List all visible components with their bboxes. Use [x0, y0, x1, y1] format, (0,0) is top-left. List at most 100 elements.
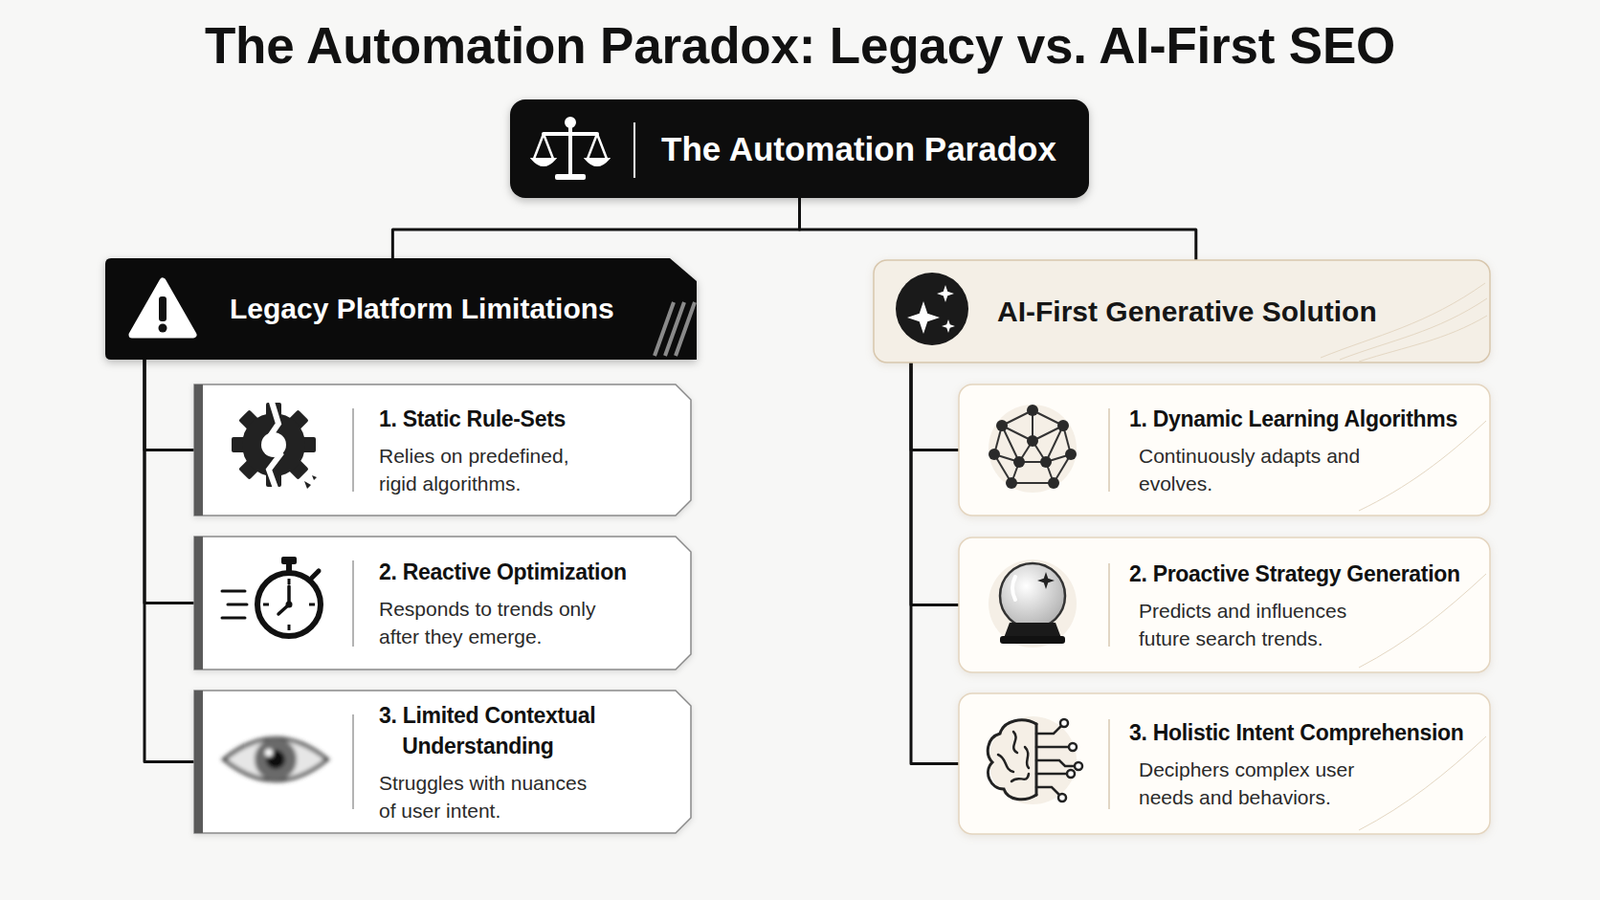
network-icon — [1032, 425, 1064, 442]
root-box: The Automation Paradox — [510, 99, 1089, 199]
item-card: 1. Dynamic Learning AlgorithmsContinuous… — [958, 384, 1490, 516]
node-label: Legacy Platform Limitations — [229, 291, 688, 327]
text-block: 1. Static Rule-SetsRelies on predefined,… — [378, 384, 682, 516]
warning-icon — [158, 296, 167, 322]
network-icon — [1045, 462, 1054, 484]
brain-circuit-icon — [1058, 794, 1067, 802]
decorative-curves — [1358, 421, 1487, 512]
box-outline — [510, 99, 1089, 199]
tree-connector — [911, 362, 959, 606]
text-block: 3. Limited Contextual UnderstandingStrug… — [378, 690, 682, 834]
node-body: Deciphers complex user needs and behavio… — [1138, 755, 1362, 812]
network-icon — [1001, 410, 1033, 426]
broken-gear-icon — [238, 409, 261, 432]
box-outline — [194, 384, 691, 516]
network-icon — [1063, 425, 1071, 455]
network-icon — [1001, 425, 1033, 442]
item-card: 3. Limited Contextual UnderstandingStrug… — [194, 690, 691, 834]
network-icon — [988, 404, 1077, 489]
box-outline — [958, 693, 1490, 835]
box-outline — [958, 384, 1490, 516]
network-icon — [1026, 435, 1039, 447]
hatch-stripes — [654, 302, 695, 356]
warning-icon — [158, 324, 168, 334]
text-block: 2. Proactive Strategy GenerationPredicts… — [1129, 537, 1486, 673]
network-icon — [994, 454, 1020, 463]
crystal-ball-icon — [1000, 563, 1066, 645]
node-heading: 2. Proactive Strategy Generation — [1129, 558, 1486, 590]
broken-gear-icon — [261, 432, 287, 458]
node-heading: 1. Static Rule-Sets — [378, 403, 682, 435]
node-heading: 3. Holistic Intent Comprehension — [1129, 717, 1486, 749]
network-icon — [994, 425, 1002, 455]
sparkle-icon — [936, 285, 955, 303]
broken-gear-icon — [231, 402, 316, 488]
node-body: Struggles with nuances of user intent. — [378, 769, 602, 825]
crystal-ball-icon — [1012, 577, 1016, 600]
stopwatch-icon — [222, 556, 321, 637]
brain-circuit-icon — [1074, 762, 1083, 771]
blurred-eye-icon — [265, 749, 273, 757]
broken-gear-icon — [300, 437, 316, 453]
node-body: Predicts and influences future search tr… — [1138, 597, 1362, 653]
text-block: The Automation Paradox — [661, 99, 1080, 199]
decorative-curves — [1358, 736, 1487, 831]
tree-connector — [144, 359, 195, 763]
brain-circuit-icon — [987, 720, 1037, 800]
divider-line — [1108, 563, 1111, 647]
text-block: 2. Reactive OptimizationResponds to tren… — [378, 536, 682, 670]
broken-gear-icon — [266, 402, 282, 419]
icon-backdrop — [988, 404, 1077, 493]
node-body: Relies on predefined, rigid algorithms. — [378, 442, 602, 498]
balance-scale-icon — [533, 133, 607, 159]
network-icon — [1031, 410, 1034, 442]
box-outline — [194, 690, 691, 834]
category-header: AI-First Generative Solution — [873, 260, 1490, 363]
balance-scale-icon — [568, 124, 573, 175]
network-icon — [1065, 448, 1077, 461]
warning-icon — [132, 281, 194, 335]
network-icon — [994, 410, 1071, 484]
stopwatch-icon — [287, 586, 291, 605]
broken-gear-icon — [304, 475, 317, 489]
decorative-curves — [1320, 283, 1486, 358]
network-icon — [1005, 477, 1018, 489]
text-block: 3. Holistic Intent ComprehensionDecipher… — [1129, 693, 1486, 835]
item-card: 2. Reactive OptimizationResponds to tren… — [194, 536, 691, 670]
blurred-eye-icon — [254, 738, 297, 781]
brain-circuit-icon — [998, 732, 1029, 782]
divider-line — [1108, 408, 1111, 492]
network-icon — [1047, 477, 1060, 489]
crystal-ball-icon — [1037, 572, 1055, 590]
box-outline — [194, 536, 691, 670]
item-card: 3. Holistic Intent ComprehensionDecipher… — [958, 693, 1490, 835]
stopwatch-icon — [286, 601, 293, 609]
broken-gear-icon — [231, 399, 317, 491]
broken-gear-icon — [242, 413, 306, 477]
text-block: Legacy Platform Limitations — [229, 258, 688, 360]
broken-gear-icon — [238, 458, 261, 481]
brain-circuit-icon — [1035, 724, 1039, 796]
node-heading: 2. Reactive Optimization — [378, 556, 682, 588]
stopwatch-icon — [263, 578, 315, 631]
box-outline — [873, 260, 1490, 363]
blurred-eye-icon — [223, 738, 328, 781]
decorative-curves — [1339, 298, 1488, 360]
brain-circuit-icon — [1036, 726, 1075, 796]
divider-line — [1108, 408, 1111, 810]
crystal-ball-icon — [1003, 622, 1062, 639]
network-icon — [996, 420, 1008, 432]
tree-connector — [800, 198, 1197, 261]
box-outline — [105, 258, 697, 360]
tree-connector — [144, 359, 195, 451]
network-icon — [1053, 454, 1071, 484]
broken-gear-icon — [266, 471, 282, 488]
text-block: AI-First Generative Solution — [997, 260, 1481, 363]
stopwatch-icon — [222, 617, 245, 621]
brain-circuit-icon — [1068, 743, 1077, 752]
network-icon — [1019, 461, 1046, 464]
network-icon — [1032, 410, 1064, 426]
icon-backdrop — [988, 404, 1077, 805]
stopwatch-icon — [222, 590, 245, 594]
